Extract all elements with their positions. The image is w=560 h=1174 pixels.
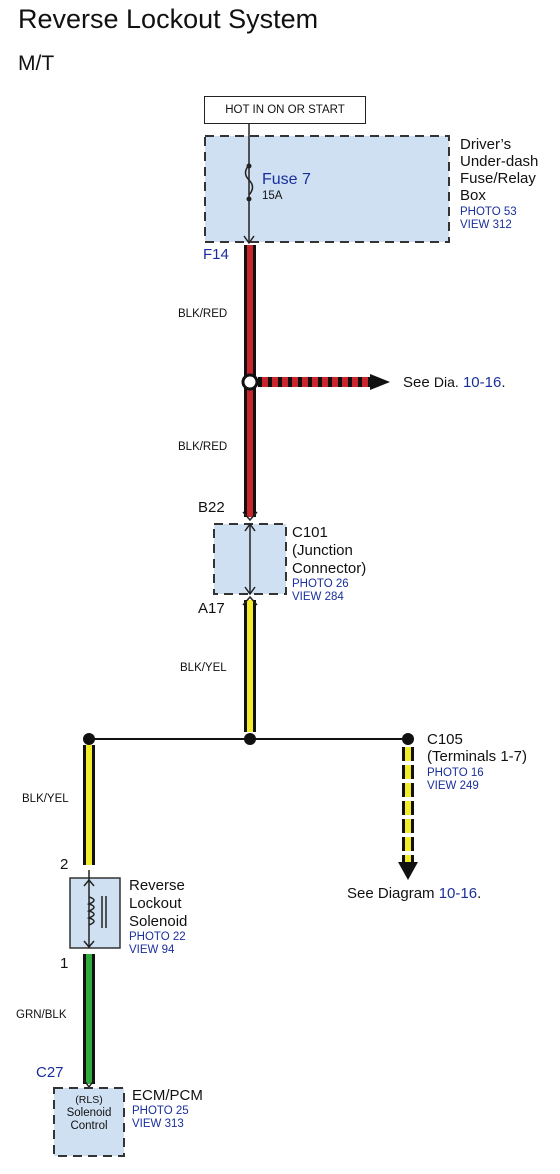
fuse-box-photo-link[interactable]: PHOTO 53	[460, 206, 517, 218]
see-diagram-link[interactable]: 10-16	[438, 885, 478, 902]
pin-a17: A17	[198, 600, 225, 617]
ecm-box-line-1: (RLS)	[75, 1094, 103, 1106]
solenoid-view-link[interactable]: VIEW 94	[129, 944, 175, 956]
wire-label-blk-yel-1: BLK/YEL	[180, 662, 227, 674]
wire-label-blk-yel-2: BLK/YEL	[22, 793, 69, 805]
branch-wire-dashed	[258, 377, 370, 387]
page-subtitle: M/T	[18, 52, 55, 75]
c101-photo-link[interactable]: PHOTO 26	[292, 578, 349, 590]
pin-b22: B22	[198, 499, 225, 516]
c101-name-3: Connector)	[292, 560, 367, 577]
c105-down-arrow	[398, 862, 418, 880]
wire-label-blk-red-1: BLK/RED	[178, 308, 228, 320]
wire-label-grn-blk: GRN/BLK	[16, 1009, 67, 1021]
branch-see-text: See	[403, 374, 430, 391]
fuse-rating: 15A	[262, 190, 283, 202]
fuse-box-name-1: Driver’s	[460, 136, 512, 153]
fuse-box-outline	[204, 135, 450, 243]
solenoid-name-1: Reverse	[129, 877, 185, 894]
c101-name-2: (Junction	[292, 542, 353, 559]
fuse-box-name-4: Box	[460, 187, 486, 204]
branch-diagram-link[interactable]: 10-16	[462, 374, 502, 391]
c105-photo-link[interactable]: PHOTO 16	[427, 767, 484, 779]
pin-f14: F14	[203, 246, 229, 263]
branch-ref: See Dia. 10-16.	[403, 374, 506, 391]
solenoid-name-3: Solenoid	[129, 913, 188, 930]
splice-point	[241, 373, 259, 391]
solenoid-photo-link[interactable]: PHOTO 22	[129, 931, 186, 943]
fuse-name: Fuse 7	[262, 171, 311, 188]
ecm-photo-link[interactable]: PHOTO 25	[132, 1105, 189, 1117]
see-diagram-text: See Diagram	[347, 885, 435, 902]
solenoid-coil-icon	[86, 896, 95, 926]
solenoid-pin-1: 1	[60, 955, 69, 972]
ecm-view-link[interactable]: VIEW 313	[132, 1118, 184, 1130]
ecm-box	[53, 1087, 125, 1157]
fuse-symbol	[244, 164, 254, 196]
see-diagram-period: .	[477, 885, 482, 902]
fuse-box-view-link[interactable]: VIEW 312	[460, 219, 512, 231]
c101-view-link[interactable]: VIEW 284	[292, 591, 344, 603]
power-source-label: HOT IN ON OR START	[204, 96, 366, 124]
ecm-box-line-3: Control	[70, 1120, 108, 1132]
branch-arrow	[370, 374, 390, 390]
c105-view-link[interactable]: VIEW 249	[427, 780, 479, 792]
wire-blk-yel-c105-dashed	[402, 747, 414, 865]
ecm-box-line-2: Solenoid	[66, 1107, 112, 1119]
solenoid-pin-2: 2	[60, 856, 69, 873]
fuse-box-name-3: Fuse/Relay	[460, 170, 536, 187]
solenoid-name-2: Lockout	[129, 895, 182, 912]
ecm-name: ECM/PCM	[132, 1087, 203, 1104]
c101-name-1: C101	[292, 524, 328, 541]
fuse-box-name-2: Under-dash	[460, 153, 539, 170]
pin-c27: C27	[36, 1064, 64, 1081]
branch-dia-text: Dia.	[433, 374, 459, 390]
solenoid-box	[69, 877, 121, 949]
c105-name-2: (Terminals 1-7)	[427, 748, 528, 765]
page-title: Reverse Lockout System	[18, 4, 319, 34]
c105-name-1: C105	[427, 731, 463, 748]
see-diagram-ref: See Diagram 10-16.	[347, 885, 481, 902]
branch-period: .	[501, 374, 506, 391]
wire-label-blk-red-2: BLK/RED	[178, 441, 228, 453]
